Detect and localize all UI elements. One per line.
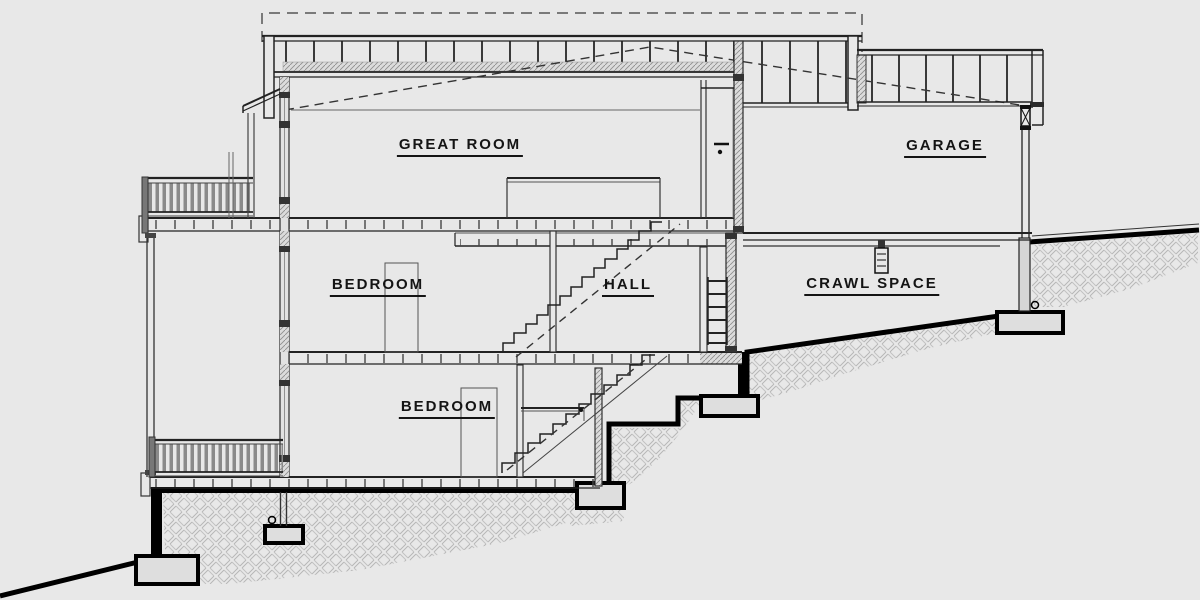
deck-lower bbox=[148, 436, 283, 478]
roof-garage bbox=[856, 48, 1044, 238]
wall-bedroom-lower-stair bbox=[516, 364, 524, 478]
stairwell-guard bbox=[506, 177, 661, 218]
bay-roof bbox=[242, 88, 281, 113]
floor-band-middle bbox=[283, 351, 742, 365]
wall-hall-crawl bbox=[725, 232, 737, 353]
understair-closet-header bbox=[521, 407, 585, 421]
roof-main bbox=[261, 12, 1027, 119]
room-label-crawl-space: CRAWL SPACE bbox=[804, 275, 940, 296]
stairs-upper bbox=[502, 221, 681, 358]
roof-post bbox=[1020, 105, 1031, 130]
beam-hanger bbox=[878, 240, 885, 249]
deck-upper-balusters bbox=[146, 183, 253, 212]
room-label-bedroom-upper: BEDROOM bbox=[329, 276, 427, 297]
stringer-line bbox=[522, 355, 668, 474]
earth-hatching bbox=[163, 233, 1198, 584]
deck-lower-post bbox=[148, 436, 156, 478]
wall-left bbox=[279, 76, 290, 478]
roof-slope-dashed-line bbox=[284, 46, 1027, 111]
room-label-hall: HALL bbox=[602, 276, 654, 297]
stairs-lower bbox=[501, 354, 668, 474]
foundation bbox=[0, 223, 1200, 599]
deck-upper-post bbox=[141, 176, 149, 234]
roof-fascia-left bbox=[263, 35, 275, 119]
room-label-bedroom-lower: BEDROOM bbox=[398, 398, 496, 419]
roof-ridge-dashed-outline bbox=[261, 12, 863, 52]
footing-details bbox=[267, 237, 1040, 526]
deck-lower-balusters bbox=[153, 444, 283, 472]
floor-band-lower bbox=[140, 472, 600, 497]
crawl-space-post bbox=[874, 247, 889, 274]
deck-upper bbox=[141, 88, 281, 234]
room-label-garage: GARAGE bbox=[904, 137, 986, 158]
bedroom-lower-door bbox=[460, 387, 498, 478]
handrail-dashed-upper bbox=[515, 223, 681, 358]
wall-hall-closet bbox=[699, 246, 708, 353]
wall-stair-lower-right bbox=[594, 367, 603, 487]
garage-floor bbox=[743, 232, 1032, 274]
hall-ladder bbox=[707, 277, 728, 345]
room-label-great-room: GREAT ROOM bbox=[396, 136, 524, 157]
bedroom-upper-door bbox=[384, 262, 419, 353]
wall-bedroom-stair bbox=[549, 230, 557, 353]
great-room-interior bbox=[291, 80, 734, 218]
handrail-dashed-lower bbox=[506, 355, 651, 471]
great-room-door bbox=[700, 80, 734, 218]
wall-great-room-garage bbox=[733, 40, 744, 234]
dropped-beam-band bbox=[454, 232, 735, 247]
door-knob bbox=[717, 149, 723, 155]
